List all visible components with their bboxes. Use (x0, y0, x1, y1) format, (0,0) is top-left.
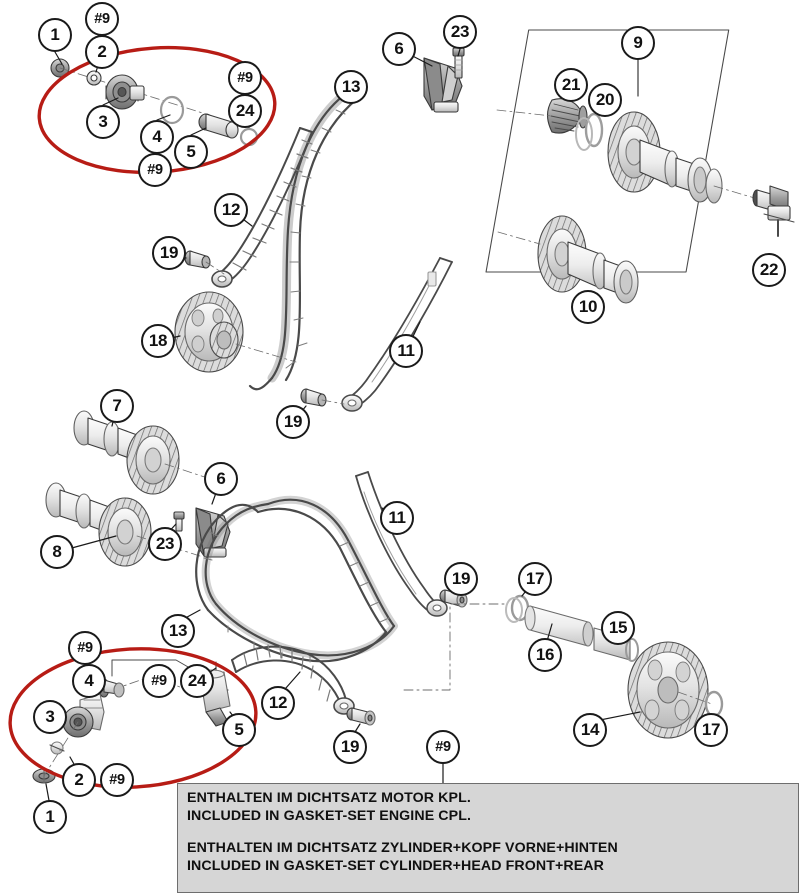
part-9-camshaft (607, 111, 769, 204)
legend-spacer (187, 825, 798, 840)
part-10-camshaft (497, 215, 639, 304)
callout-17[interactable]: 17 (694, 713, 728, 747)
callout-17[interactable]: 17 (518, 562, 552, 596)
chain-guide-mid (195, 507, 231, 558)
timing-chain-top (248, 87, 360, 391)
part-12-guide-rail-lower (231, 644, 355, 715)
callout-hash9[interactable]: #9 (85, 2, 119, 36)
callout-3[interactable]: 3 (86, 105, 120, 139)
gasket-set-legend: ENTHALTEN IM DICHTSATZ MOTOR KPL. INCLUD… (177, 783, 799, 893)
callout-9[interactable]: 9 (621, 26, 655, 60)
callout-19[interactable]: 19 (444, 562, 478, 596)
callout-24[interactable]: 24 (180, 664, 214, 698)
callout-10[interactable]: 10 (571, 290, 605, 324)
part-11-slider-rail-top (341, 257, 453, 412)
legend-line-3: ENTHALTEN IM DICHTSATZ ZYLINDER+KOPF VOR… (187, 840, 618, 856)
part-18-idler-gear (174, 291, 297, 373)
callout-8[interactable]: 8 (40, 535, 74, 569)
callout-23[interactable]: 23 (148, 527, 182, 561)
callout-19[interactable]: 19 (152, 236, 186, 270)
callout-2[interactable]: 2 (62, 763, 96, 797)
part-11-slider-rail-lower (355, 471, 448, 617)
callout-hash9[interactable]: #9 (228, 61, 262, 95)
part-19-bolt-d (346, 707, 376, 726)
callout-hash9[interactable]: #9 (138, 153, 172, 187)
callout-19[interactable]: 19 (333, 730, 367, 764)
callout-16[interactable]: 16 (528, 638, 562, 672)
callout-11[interactable]: 11 (380, 501, 414, 535)
callout-2[interactable]: 2 (85, 35, 119, 69)
callout-6[interactable]: 6 (382, 32, 416, 66)
ellipse-bottom (8, 647, 258, 789)
callout-4[interactable]: 4 (140, 120, 174, 154)
callout-hash9[interactable]: #9 (426, 730, 460, 764)
callout-12[interactable]: 12 (261, 686, 295, 720)
callout-14[interactable]: 14 (573, 713, 607, 747)
callout-18[interactable]: 18 (141, 324, 175, 358)
camshaft-group-panel (485, 29, 730, 273)
callout-20[interactable]: 20 (588, 83, 622, 117)
chain-guide-top (423, 47, 465, 113)
callout-6[interactable]: 6 (204, 462, 238, 496)
callout-hash9[interactable]: #9 (142, 664, 176, 698)
callout-7[interactable]: 7 (100, 389, 134, 423)
top-tensioner-assembly (50, 58, 259, 147)
callout-11[interactable]: 11 (389, 334, 423, 368)
legend-line-0: ENTHALTEN IM DICHTSATZ MOTOR KPL. (187, 790, 471, 806)
callout-13[interactable]: 13 (334, 70, 368, 104)
part-22-sensor (752, 185, 795, 237)
part-8-camshaft (45, 482, 201, 567)
callout-19[interactable]: 19 (276, 405, 310, 439)
callout-21[interactable]: 21 (554, 68, 588, 102)
callout-15[interactable]: 15 (601, 611, 635, 645)
callout-13[interactable]: 13 (161, 614, 195, 648)
callout-5[interactable]: 5 (222, 713, 256, 747)
callout-3[interactable]: 3 (33, 700, 67, 734)
callout-4[interactable]: 4 (72, 664, 106, 698)
timing-chain-lower (195, 495, 398, 663)
part-19-bolt-a (184, 250, 225, 275)
callout-hash9[interactable]: #9 (100, 763, 134, 797)
callout-1[interactable]: 1 (38, 18, 72, 52)
legend-line-1: INCLUDED IN GASKET-SET ENGINE CPL. (187, 807, 472, 824)
callout-1[interactable]: 1 (33, 800, 67, 834)
callout-12[interactable]: 12 (214, 193, 248, 227)
callout-24[interactable]: 24 (228, 94, 262, 128)
callout-22[interactable]: 22 (752, 253, 786, 287)
callout-23[interactable]: 23 (443, 15, 477, 49)
callout-hash9[interactable]: #9 (68, 631, 102, 665)
balancer-shaft-assembly (403, 594, 724, 739)
part-7-camshaft (73, 410, 227, 495)
legend-line-4: INCLUDED IN GASKET-SET CYLINDER+HEAD FRO… (187, 857, 604, 874)
callout-5[interactable]: 5 (174, 135, 208, 169)
part-21-bevel-gear (496, 98, 588, 134)
part-19-bolt-b (300, 388, 345, 407)
part-12-guide-rail-top (211, 127, 313, 288)
part-23-bolt-mid (173, 511, 185, 532)
